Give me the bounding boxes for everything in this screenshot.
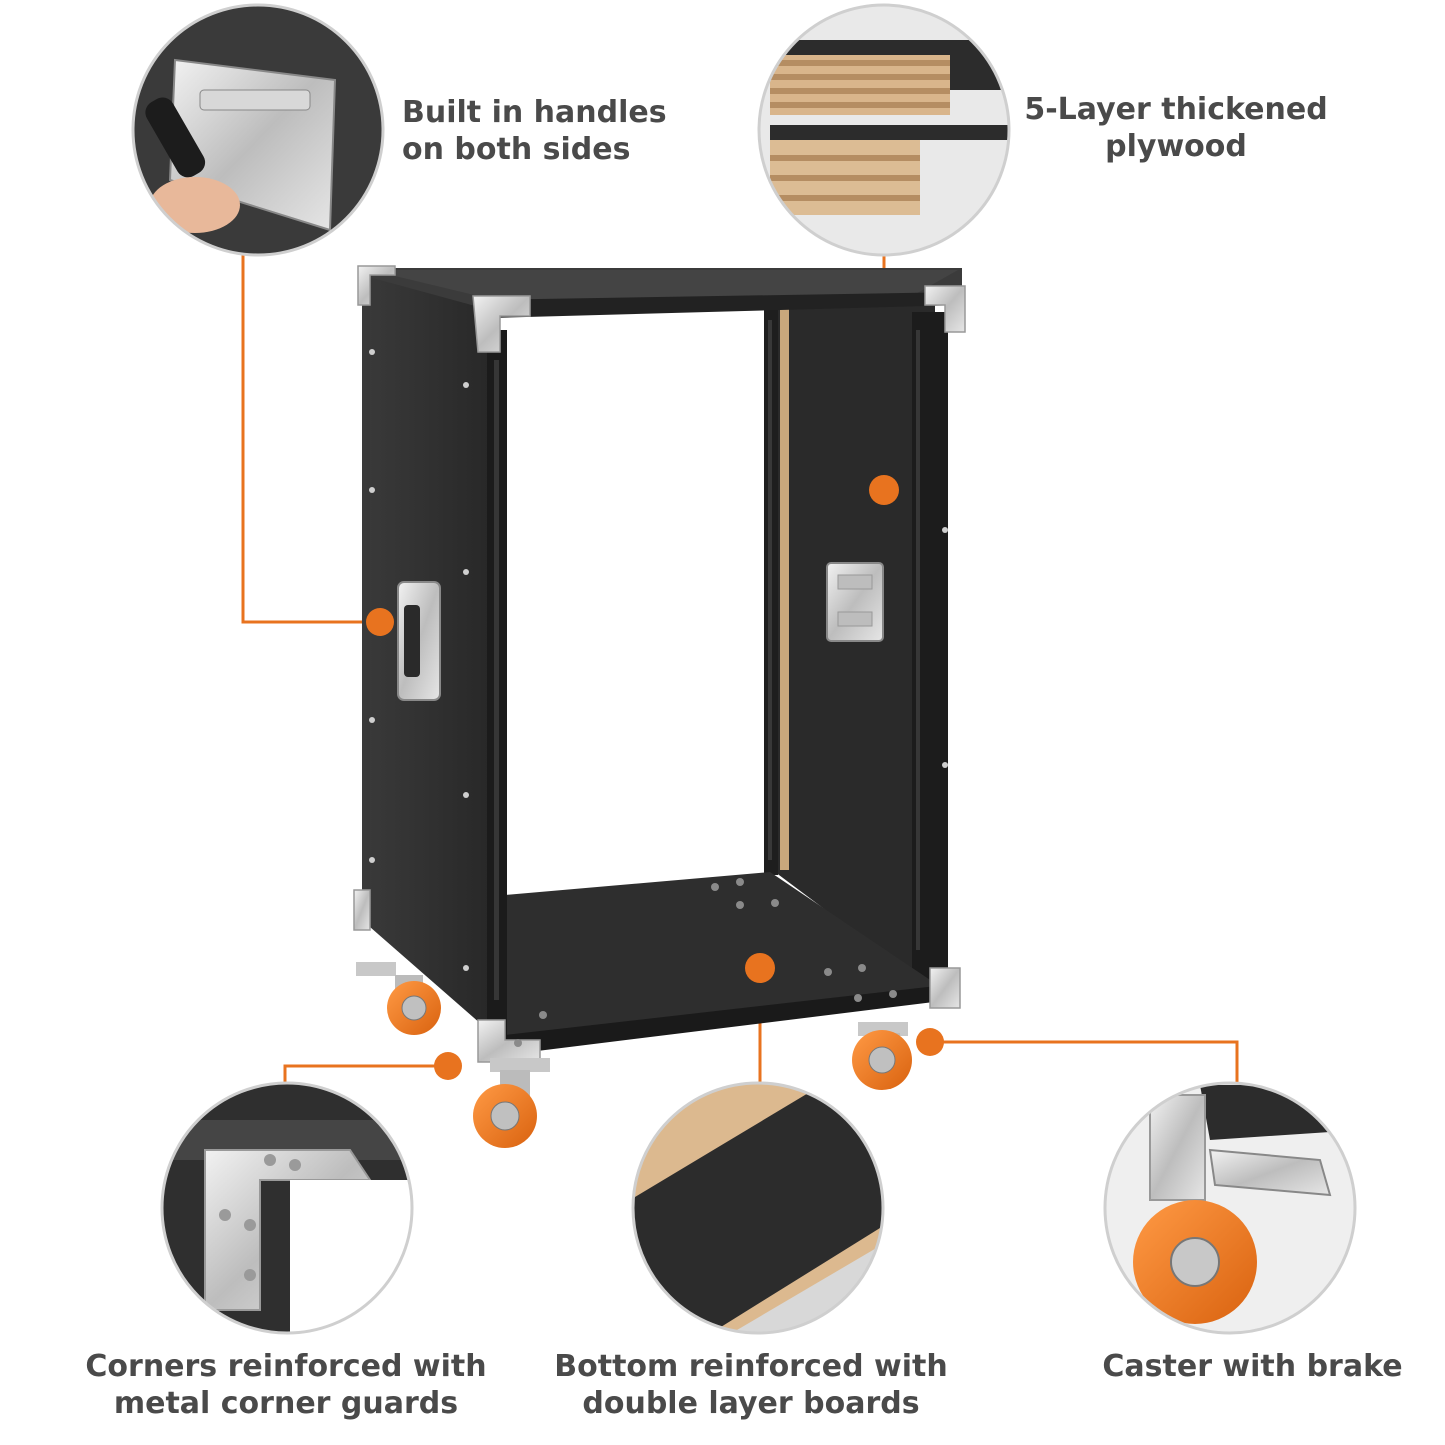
connector-caster xyxy=(930,1040,1239,1083)
right-side-panel xyxy=(775,302,935,992)
callout-dots xyxy=(366,475,944,1080)
caption-bottom: Bottom reinforced with double layer boar… xyxy=(545,1348,957,1422)
caption-handles-line2: on both sides xyxy=(402,132,631,167)
dot-bottom xyxy=(745,953,775,983)
caption-bottom-line1: Bottom reinforced with xyxy=(554,1349,948,1384)
caption-caster-line1: Caster with brake xyxy=(1102,1349,1403,1384)
caption-corners-line1: Corners reinforced with xyxy=(85,1349,487,1384)
floor-bolts xyxy=(514,878,897,1047)
rail-holes xyxy=(494,320,920,1000)
detail-circle-bottom xyxy=(631,1081,885,1335)
connector-handles xyxy=(241,255,380,624)
caption-bottom-line2: double layer boards xyxy=(582,1386,920,1421)
caption-caster: Caster with brake xyxy=(1095,1348,1410,1385)
caption-plywood-line2: plywood xyxy=(1105,129,1247,164)
casters xyxy=(356,962,912,1148)
left-front-rail xyxy=(487,330,507,1042)
caption-corners-line2: metal corner guards xyxy=(113,1386,459,1421)
dot-handles xyxy=(366,608,394,636)
dot-plywood xyxy=(869,475,899,505)
caption-corners: Corners reinforced with metal corner gua… xyxy=(80,1348,492,1422)
left-handle xyxy=(397,581,441,701)
detail-circle-plywood xyxy=(757,3,1011,257)
right-front-rail xyxy=(912,312,948,992)
connector-corners xyxy=(283,1064,448,1083)
caption-plywood-line1: 5-Layer thickened xyxy=(1024,92,1328,127)
rack-cabinet xyxy=(353,265,966,1063)
corner-guards xyxy=(353,265,966,1063)
caption-handles-line1: Built in handles xyxy=(402,95,667,130)
panel-rivets xyxy=(369,349,948,971)
caption-handles: Built in handles on both sides xyxy=(402,94,667,168)
right-handle xyxy=(826,562,884,642)
caption-plywood: 5-Layer thickened plywood xyxy=(1020,91,1332,165)
detail-circle-caster xyxy=(1103,1081,1357,1335)
rear-rail xyxy=(764,305,778,875)
dot-corners xyxy=(434,1052,462,1080)
dot-caster xyxy=(916,1028,944,1056)
plywood-edge-strip xyxy=(780,305,789,870)
detail-circle-handles xyxy=(131,3,385,257)
detail-circle-corners xyxy=(160,1081,414,1335)
